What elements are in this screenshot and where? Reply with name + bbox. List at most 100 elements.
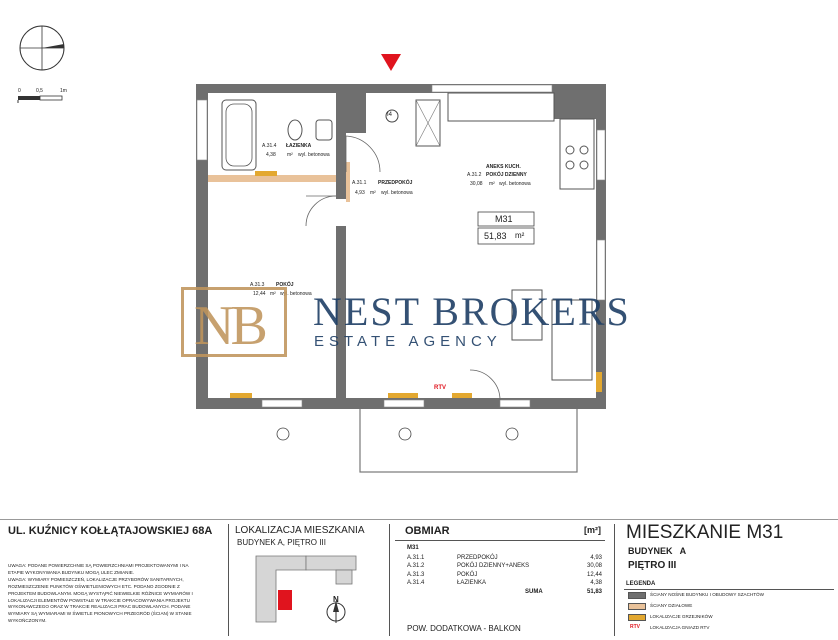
radiators xyxy=(230,171,602,398)
obmiar-code: M31 xyxy=(407,545,419,551)
location-subtitle: BUDYNEK A, PIĘTRO III xyxy=(237,538,326,547)
entrance-circle xyxy=(385,109,399,123)
room-id: A.31.2 xyxy=(467,172,482,178)
legend-label: LOKALIZACJE GRZEJNIKÓW xyxy=(650,614,713,619)
scale-tick: 0 xyxy=(18,88,21,94)
table-row-sum: SUMA 51,83 xyxy=(525,588,602,595)
apartment-building: BUDYNEK A xyxy=(628,546,687,556)
floor-plan xyxy=(17,25,606,473)
column-divider xyxy=(389,524,390,636)
legend-label: ŚCIANY DZIAŁOWE xyxy=(650,603,693,608)
room-name-2: POKÓJ DZIENNY xyxy=(486,172,527,178)
address-title: UL. KUŹNICY KOŁŁĄTAJOWSKIEJ 68A xyxy=(8,525,213,537)
compass-icon xyxy=(19,25,65,71)
note-line: WYKOŃCZONYM. xyxy=(8,618,47,624)
room-finish: wyl. betonowa xyxy=(280,291,312,297)
table-icon xyxy=(511,289,543,341)
room-finish: wyl. betonowa xyxy=(381,190,413,196)
room-id: A.31.4 xyxy=(262,143,277,149)
legend-rtv-tag: RTV xyxy=(630,624,640,630)
legend-swatch-partitions xyxy=(628,603,646,610)
note-line: UWAGA: WYMIARY POMIESZCZEŃ, LOKALIZACJE … xyxy=(8,576,184,582)
brand-subtitle: ESTATE AGENCY xyxy=(314,333,502,350)
location-map xyxy=(255,555,357,623)
note-line: PROJEKTEM BUDOWLANYM. MOGĄ WYSTĄPIĆ NIEW… xyxy=(8,590,193,596)
obmiar-rule xyxy=(395,540,605,541)
legend-label: ŚCIANY NOŚNE BUDYNKU I OBUDOWY SZACHTÓW xyxy=(650,592,764,597)
unit-code: M31 xyxy=(495,214,513,224)
note-line: WYMIARY SĄ WYMIARAMI W ŚWIETLE PIONOWYCH… xyxy=(8,611,192,617)
partition-wall xyxy=(208,175,336,182)
obmiar-rows: A.31.1 PRZEDPOKÓJ 4,93 A.31.2 POKÓJ DZIE… xyxy=(407,554,602,596)
table-row: A.31.3 POKÓJ 12,44 xyxy=(407,571,602,578)
room-name: PRZEDPOKÓJ xyxy=(378,180,413,186)
note-line: ROZMIESZCZENIE PUNKTÓW OŚWIETLENIOWYCH E… xyxy=(8,583,180,589)
table-row: A.31.2 POKÓJ DZIENNY+ANEKS 30,08 xyxy=(407,563,602,570)
table-row: A.31.4 ŁAZIENKA 4,38 xyxy=(407,580,602,587)
brand-name: NEST BROKERS xyxy=(313,289,631,334)
legend-swatch-radiators xyxy=(628,614,646,621)
rtv-label: RTV xyxy=(434,385,446,391)
wardrobe xyxy=(415,99,441,147)
obmiar-unit: [m²] xyxy=(584,525,601,535)
entrance-label: I4 xyxy=(387,112,393,118)
room-name: ŁAZIENKA xyxy=(286,143,312,149)
note-line: WYKONAWCZEGO ORAZ W TRAKCIE REALIZACJI P… xyxy=(8,604,191,610)
legend-rule xyxy=(624,589,834,590)
room-area: 4,93 xyxy=(355,190,365,196)
scale-bar xyxy=(17,95,63,103)
note-line: ETAPIE WYKONYWANIA BUDYNKU MOGĄ ULEC ZMI… xyxy=(8,569,135,575)
north-arrow-icon xyxy=(333,601,339,612)
sofa-icon xyxy=(551,299,593,381)
legend-title: LEGENDA xyxy=(626,581,656,587)
room-unit: m² xyxy=(489,181,495,187)
note-line: LOKALIZACJI ELEMENTÓW POWSTAŁE W TRAKCIE… xyxy=(8,597,190,603)
kitchen-counter xyxy=(447,92,555,122)
table-row: A.31.1 PRZEDPOKÓJ 4,93 xyxy=(407,555,602,561)
stove-icon xyxy=(565,145,589,170)
room-area: 4,38 xyxy=(266,152,276,158)
room-id: A.31.1 xyxy=(352,180,367,186)
windows xyxy=(196,84,606,408)
brand-logo: NB xyxy=(181,287,287,357)
doors xyxy=(305,135,501,401)
room-area: 30,08 xyxy=(470,181,483,187)
note-line: UWAGA: PODANE POWIERZCHNIE SĄ POWIERZCHN… xyxy=(8,563,189,568)
unit-code-box xyxy=(477,211,535,227)
column-divider xyxy=(228,524,229,636)
apartment-floor: PIĘTRO III xyxy=(628,560,677,571)
toilet-icon xyxy=(287,119,303,141)
room-name: ANEKS KUCH. xyxy=(486,164,521,170)
scale-tick: 0,5 xyxy=(36,88,43,94)
sink-icon xyxy=(315,119,333,141)
unit-area: 51,83 xyxy=(484,231,507,241)
apartment-location-highlight xyxy=(278,590,292,610)
room-id: A.31.3 xyxy=(250,282,265,288)
bathtub-icon xyxy=(221,99,257,171)
room-unit: m² xyxy=(270,291,276,297)
load-bearing-walls xyxy=(196,84,606,409)
obmiar-title: OBMIAR xyxy=(405,525,450,537)
balcony-outline xyxy=(359,405,578,473)
column-divider xyxy=(614,524,615,636)
room-area: 12,44 xyxy=(253,291,266,297)
apartment-title: MIESZKANIE M31 xyxy=(626,522,784,543)
unit-area-unit: m² xyxy=(515,231,525,240)
entrance-marker-icon xyxy=(381,54,401,71)
room-finish: wyl. betonowa xyxy=(499,181,531,187)
brand-logo-letters: NB xyxy=(194,295,268,357)
room-unit: m² xyxy=(370,190,376,196)
title-block-divider xyxy=(0,519,838,520)
scale-tick: 1m xyxy=(60,88,67,94)
room-unit: m² xyxy=(287,152,293,158)
obmiar-extra: POW. DODATKOWA - BALKON xyxy=(407,624,521,633)
legend-swatch-walls xyxy=(628,592,646,599)
location-title: LOKALIZACJA MIESZKANIA xyxy=(235,525,365,536)
unit-area-box xyxy=(477,227,535,245)
legend-label: LOKALIZACJA GNIAZD RTV xyxy=(650,625,710,630)
room-name: POKÓJ xyxy=(276,282,294,288)
notes: UWAGA: PODANE POWIERZCHNIE SĄ POWIERZCHN… xyxy=(8,563,224,625)
window-symbols xyxy=(276,427,519,441)
room-finish: wyl. betonowa xyxy=(298,152,330,158)
north-label: N xyxy=(333,595,339,604)
